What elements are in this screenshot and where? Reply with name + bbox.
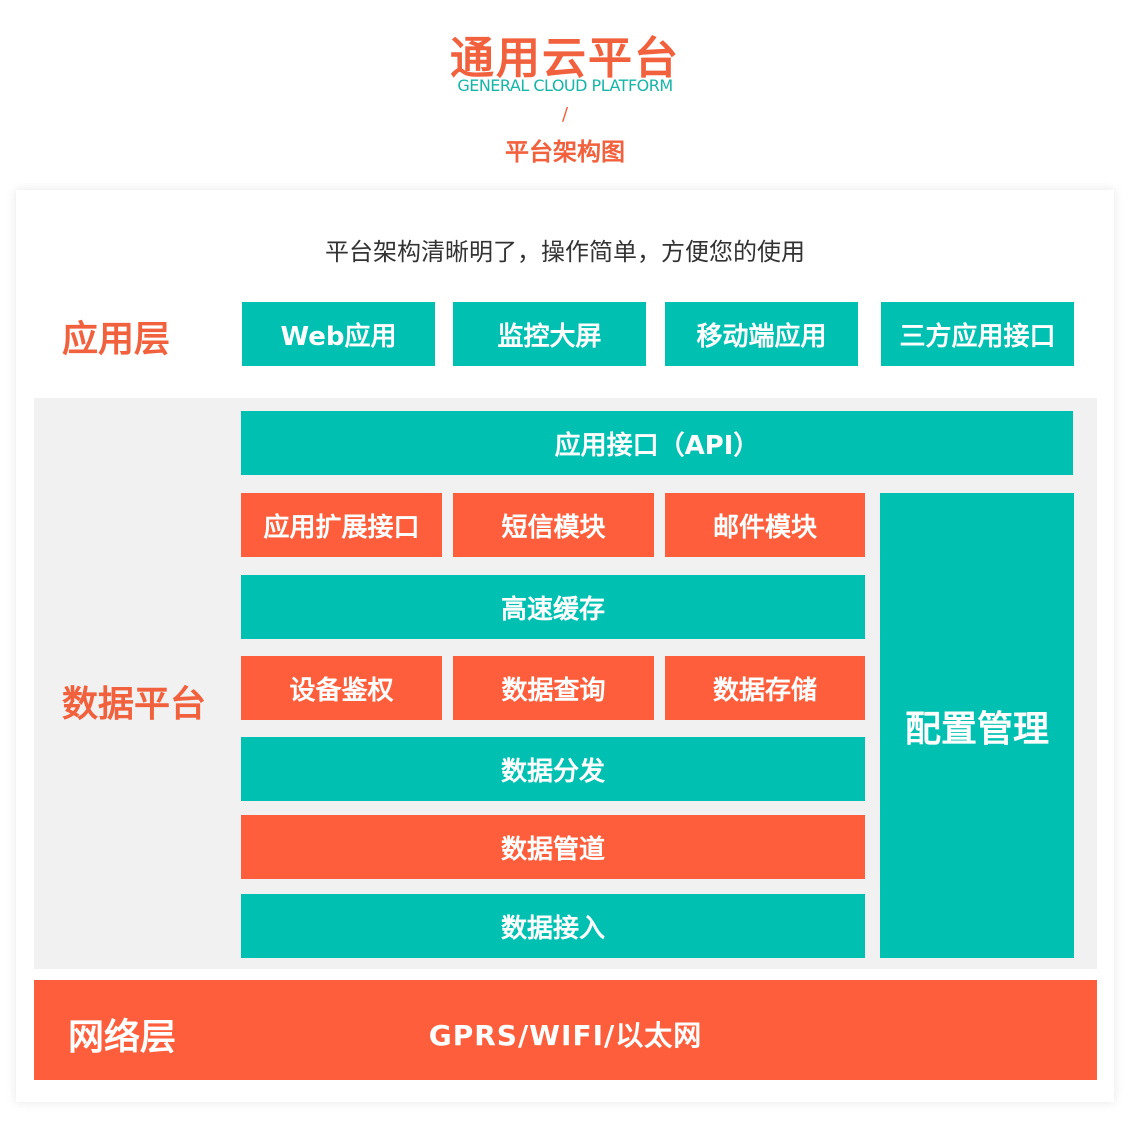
app-item-web: Web应用: [242, 302, 435, 366]
data-storage-block: 数据存储: [665, 656, 865, 720]
data-ingestion-block: 数据接入: [241, 894, 865, 958]
data-query-block: 数据查询: [453, 656, 654, 720]
email-module-block: 邮件模块: [665, 493, 865, 557]
network-layer-bar: [34, 980, 1097, 1080]
network-layer-label: 网络层: [68, 1017, 177, 1058]
data-distribution-block: 数据分发: [241, 737, 865, 801]
device-auth-block: 设备鉴权: [241, 656, 442, 720]
diagram-caption: 平台架构图: [505, 138, 625, 166]
cache-block: 高速缓存: [241, 575, 865, 639]
application-layer-label: 应用层: [62, 319, 171, 360]
sms-module-block: 短信模块: [453, 493, 654, 557]
tagline: 平台架构清晰明了，操作简单，方便您的使用: [325, 238, 805, 266]
app-item-mobile: 移动端应用: [665, 302, 858, 366]
page-subtitle: GENERAL CLOUD PLATFORM: [457, 76, 673, 95]
data-pipeline-block: 数据管道: [241, 815, 865, 879]
app-item-third-party-api: 三方应用接口: [881, 302, 1074, 366]
data-platform-label: 数据平台: [62, 684, 207, 725]
extension-interface-block: 应用扩展接口: [241, 493, 442, 557]
network-protocols: GPRS/WIFI/以太网: [428, 1019, 703, 1052]
page-title: 通用云平台: [450, 33, 680, 84]
app-item-monitor-screen: 监控大屏: [453, 302, 646, 366]
config-management-block: 配置管理: [880, 493, 1074, 958]
title-separator: /: [561, 104, 569, 125]
api-block: 应用接口（API）: [241, 411, 1073, 475]
